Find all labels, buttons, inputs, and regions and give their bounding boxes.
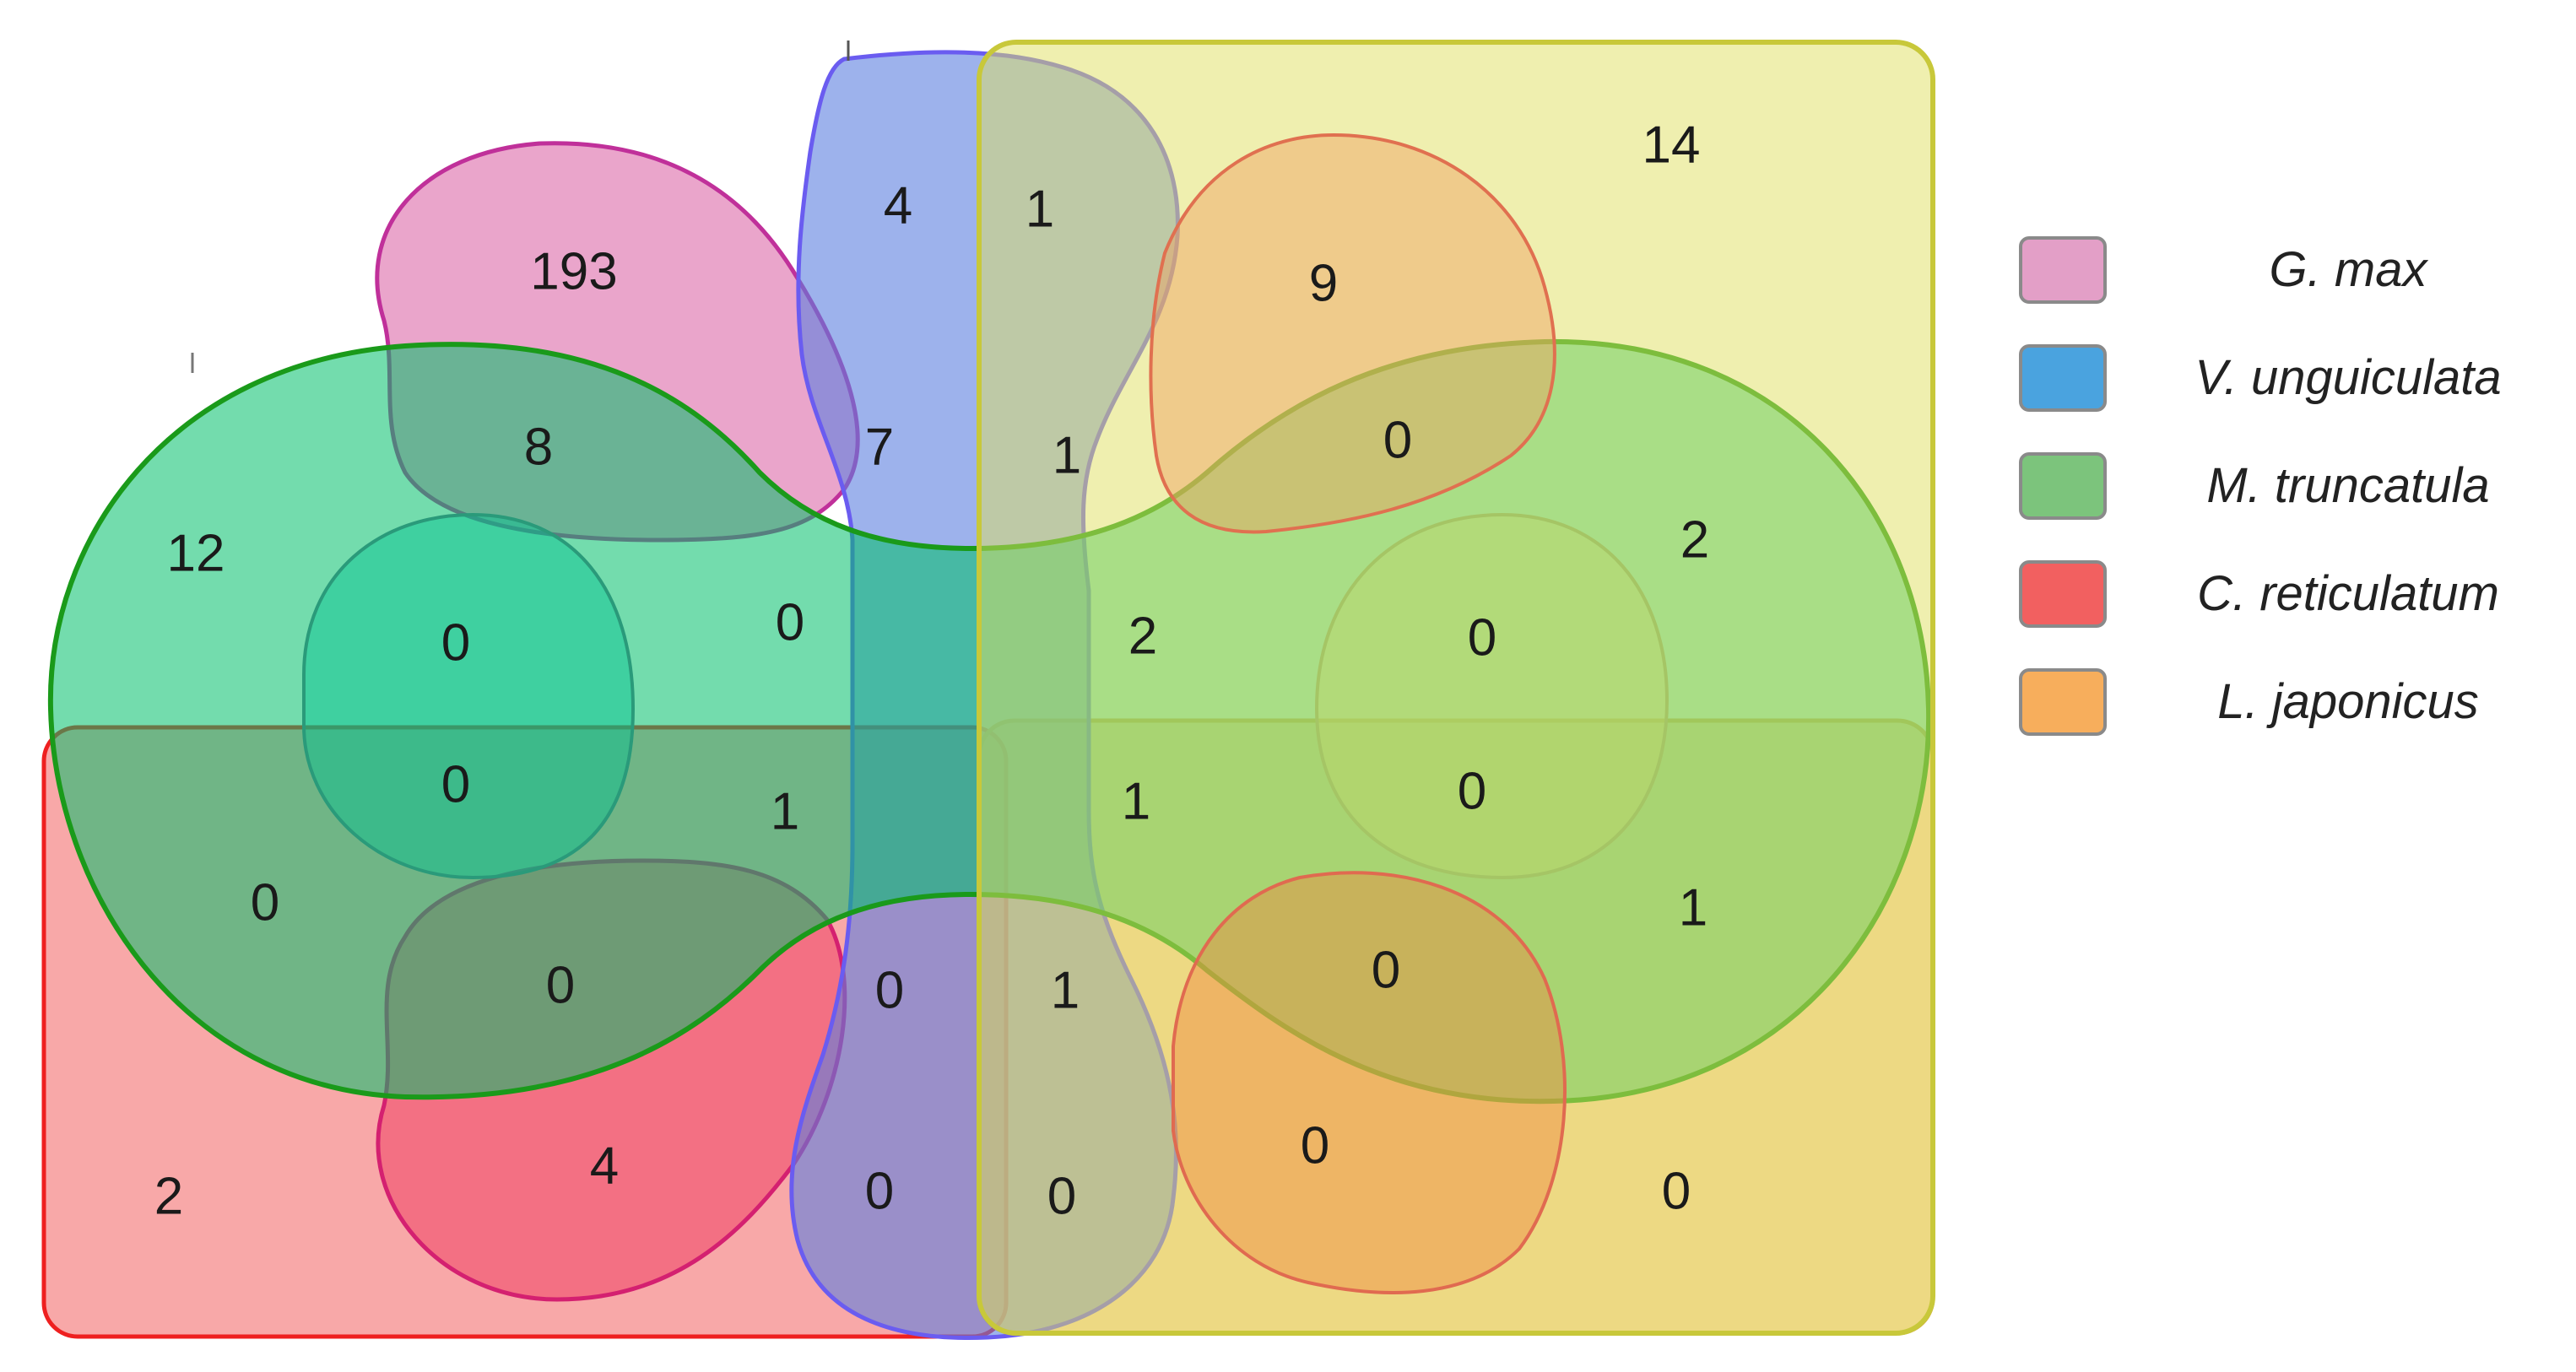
- legend-label: M. truncatula: [2206, 458, 2490, 513]
- region-count: 14: [1642, 116, 1701, 175]
- legend-label: V. unguiculata: [2194, 350, 2502, 405]
- region-count: 0: [441, 614, 470, 672]
- legend-swatch: [2019, 668, 2107, 736]
- region-count: 4: [590, 1137, 619, 1196]
- legend-label: C. reticulatum: [2197, 566, 2499, 621]
- region-count: 1: [1679, 879, 1707, 937]
- orange-top-right-shape: [1149, 132, 1556, 534]
- legend: G. max V. unguiculata M. truncatula C. r…: [2019, 236, 2559, 776]
- region-count: 1: [771, 783, 799, 841]
- region-count: 0: [1301, 1117, 1329, 1175]
- orange-bottom-right-shape: [1172, 871, 1567, 1294]
- region-count: 0: [1372, 942, 1400, 1000]
- region-count: 2: [154, 1168, 183, 1226]
- region-count: 0: [546, 957, 575, 1015]
- region-count: 193: [530, 243, 617, 301]
- legend-item-g-max: G. max: [2019, 236, 2559, 344]
- region-count: 0: [1662, 1163, 1691, 1221]
- legend-label: G. max: [2269, 242, 2427, 297]
- inner-left-circle-shape: [302, 512, 636, 880]
- region-count: 0: [251, 874, 279, 932]
- region-count: 8: [524, 419, 553, 477]
- region-count: 0: [1458, 763, 1486, 821]
- region-count: 1: [1053, 427, 1081, 485]
- legend-item-m-truncatula: M. truncatula: [2019, 452, 2559, 560]
- region-count: 0: [776, 594, 804, 652]
- legend-swatch: [2019, 560, 2107, 628]
- legend-item-c-reticulatum: C. reticulatum: [2019, 560, 2559, 668]
- region-count: 1: [1122, 773, 1150, 831]
- legend-item-v-unguiculata: V. unguiculata: [2019, 344, 2559, 452]
- region-count: 7: [865, 419, 894, 477]
- legend-item-l-japonicus: L. japonicus: [2019, 668, 2559, 776]
- legend-swatch: [2019, 452, 2107, 520]
- region-count: 0: [1468, 609, 1496, 667]
- region-count: 1: [1026, 181, 1054, 239]
- region-count: 0: [865, 1163, 894, 1221]
- region-count: 0: [1047, 1168, 1076, 1226]
- region-count: 1: [1051, 962, 1080, 1020]
- region-count: 12: [167, 525, 225, 583]
- region-count: 2: [1128, 608, 1157, 666]
- region-count: 9: [1309, 255, 1338, 313]
- region-count: 0: [441, 756, 470, 814]
- region-count: 0: [1383, 412, 1412, 470]
- legend-swatch: [2019, 344, 2107, 412]
- region-count: 4: [884, 177, 912, 235]
- region-count: 0: [875, 962, 904, 1020]
- legend-label: L. japonicus: [2217, 674, 2479, 729]
- legend-swatch: [2019, 236, 2107, 304]
- yellow-overlay-shape: [977, 40, 1935, 1336]
- region-count: 2: [1680, 511, 1709, 570]
